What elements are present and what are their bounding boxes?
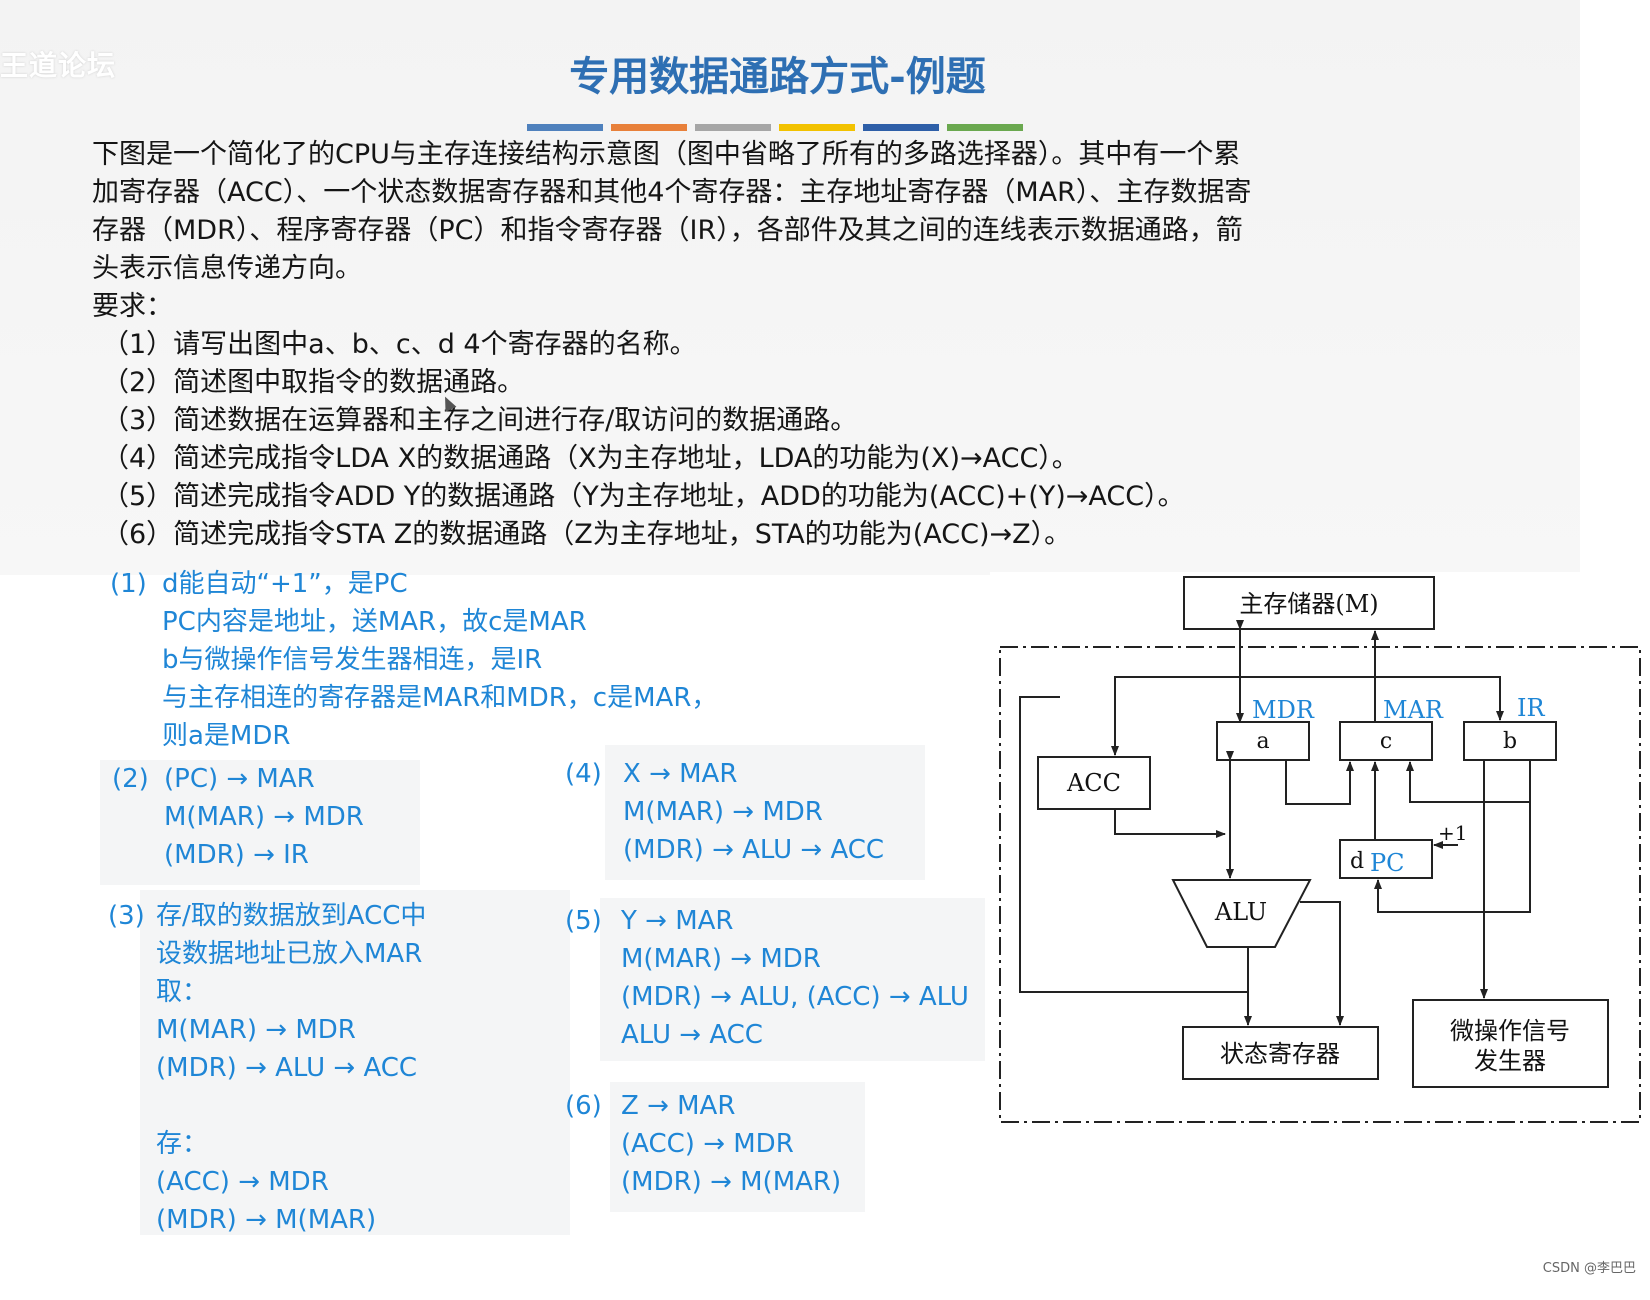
answer-line: (MDR) → ALU → ACC	[156, 1053, 418, 1083]
acc-label: ACC	[1066, 769, 1121, 797]
register-b-box	[1463, 721, 1557, 761]
title-underline-bar	[695, 124, 771, 131]
answer-line: M(MAR) → MDR	[164, 802, 364, 832]
answer-line: (MDR) → M(MAR)	[621, 1167, 842, 1197]
title-underline-bar	[527, 124, 603, 131]
answer-1: (1) d能自动“+1”，是PC PC内容是地址，送MAR，故c是MAR b与微…	[110, 565, 810, 760]
requirements-label: 要求：	[92, 291, 173, 322]
requirement-item: （2）简述图中取指令的数据通路。	[102, 367, 525, 398]
plus-one-label: +1	[1438, 821, 1467, 845]
title-underline-bar	[947, 124, 1023, 131]
answer-3: (3) 存/取的数据放到ACC中 设数据地址已放入MAR 取： M(MAR) →…	[108, 897, 568, 1242]
requirement-item: （1）请写出图中a、b、c、d 4个寄存器的名称。	[102, 329, 697, 360]
answer-number: (3)	[108, 901, 145, 931]
title-underline-bar	[779, 124, 855, 131]
footer-credit: CSDN @李巴巴	[1542, 1261, 1636, 1276]
register-d-label: d	[1350, 849, 1364, 874]
answer-panel	[140, 890, 570, 1235]
register-c-box	[1339, 721, 1433, 761]
answer-line: (MDR) → M(MAR)	[156, 1205, 377, 1235]
register-d-box	[1339, 839, 1433, 879]
problem-intro: 下图是一个简化了的CPU与主存连接结构示意图（图中省略了所有的多路选择器）。其中…	[92, 136, 1452, 288]
status-register-label: 状态寄存器	[1220, 1040, 1340, 1068]
problem-statement: 下图是一个简化了的CPU与主存连接结构示意图（图中省略了所有的多路选择器）。其中…	[92, 136, 1452, 554]
answer-2: (2) (PC) → MAR M(MAR) → MDR (MDR) → IR	[112, 760, 432, 880]
answer-5: (5) Y → MAR M(MAR) → MDR (MDR) → ALU, (A…	[565, 902, 985, 1062]
answer-line: 则a是MDR	[162, 721, 291, 751]
answer-line: 存/取的数据放到ACC中	[156, 901, 427, 931]
answer-line: 设数据地址已放入MAR	[156, 939, 423, 969]
answer-4: (4) X → MAR M(MAR) → MDR (MDR) → ALU → A…	[565, 755, 945, 875]
annotation-pc: PC	[1370, 849, 1405, 877]
slide-title: 专用数据通路方式-例题	[569, 53, 986, 100]
micro-op-label-line2: 发生器	[1474, 1047, 1546, 1075]
register-c-label: c	[1380, 729, 1392, 754]
answer-line: Z → MAR	[621, 1091, 736, 1121]
memory-label: 主存储器(M)	[1239, 590, 1378, 618]
answer-line: ALU → ACC	[621, 1020, 763, 1050]
title-underline-bar	[611, 124, 687, 131]
answer-line: 存：	[156, 1129, 209, 1159]
register-a-label: a	[1256, 729, 1269, 754]
micro-op-label-line1: 微操作信号	[1450, 1017, 1570, 1045]
alu-label: ALU	[1214, 898, 1267, 926]
main-memory-box	[1183, 576, 1435, 630]
answer-panel	[605, 745, 925, 880]
acc-box	[1037, 756, 1151, 810]
requirement-item: （3）简述数据在运算器和主存之间进行存/取访问的数据通路。	[102, 405, 858, 436]
answer-line: Y → MAR	[621, 906, 734, 936]
answer-number: (6)	[565, 1091, 602, 1121]
answer-line: (MDR) → ALU, (ACC) → ALU	[621, 982, 969, 1012]
cpu-boundary	[999, 646, 1641, 1123]
watermark-logo: 王道论坛	[0, 49, 117, 82]
requirement-item: （4）简述完成指令LDA X的数据通路（X为主存地址，LDA的功能为(X)→AC…	[102, 443, 1079, 474]
title-underline-bar	[863, 124, 939, 131]
answer-panel	[100, 760, 420, 885]
answer-line: X → MAR	[623, 759, 738, 789]
register-a-box	[1216, 721, 1310, 761]
answer-number: (5)	[565, 906, 602, 936]
answer-line: d能自动“+1”，是PC	[162, 569, 408, 599]
answer-line: (MDR) → IR	[164, 840, 309, 870]
status-register-box	[1182, 1026, 1379, 1080]
answer-panel	[600, 898, 985, 1061]
slide-background	[0, 0, 1580, 575]
requirement-item: （5）简述完成指令ADD Y的数据通路（Y为主存地址，ADD的功能为(ACC)+…	[102, 481, 1185, 512]
answer-line: M(MAR) → MDR	[621, 944, 821, 974]
alu-shape	[1171, 879, 1312, 948]
answer-number: (1)	[110, 569, 147, 599]
answer-line: M(MAR) → MDR	[156, 1015, 356, 1045]
answer-number: (2)	[112, 764, 149, 794]
micro-op-generator-box	[1412, 999, 1609, 1088]
annotation-mdr: MDR	[1252, 696, 1315, 724]
requirement-item: （6）简述完成指令STA Z的数据通路（Z为主存地址，STA的功能为(ACC)→…	[102, 519, 1072, 550]
answer-line: (ACC) → MDR	[621, 1129, 794, 1159]
intro-line: 头表示信息传递方向。	[92, 253, 362, 284]
annotation-ir: IR	[1517, 694, 1545, 722]
answer-line	[156, 1087, 426, 1125]
answer-line: M(MAR) → MDR	[623, 797, 823, 827]
answer-line: (MDR) → ALU → ACC	[623, 835, 885, 865]
intro-line: 存器（MDR）、程序寄存器（PC）和指令寄存器（IR），各部件及其之间的连线表示…	[92, 215, 1243, 246]
intro-line: 下图是一个简化了的CPU与主存连接结构示意图（图中省略了所有的多路选择器）。其中…	[92, 139, 1241, 170]
answer-panel	[610, 1082, 865, 1212]
intro-line: 加寄存器（ACC）、一个状态数据寄存器和其他4个寄存器：主存地址寄存器（MAR）…	[92, 177, 1252, 208]
answer-line: b与微操作信号发生器相连，是IR	[162, 645, 543, 675]
annotation-mar: MAR	[1383, 696, 1444, 724]
answer-6: (6) Z → MAR (ACC) → MDR (MDR) → M(MAR)	[565, 1087, 885, 1207]
cpu-memory-diagram: 主存储器(M) ACC a c b d ALU 状态寄存器 微操作信号 发生器 …	[999, 576, 1641, 1123]
register-b-label: b	[1503, 729, 1517, 754]
answer-line: 与主存相连的寄存器是MAR和MDR，c是MAR，	[162, 683, 718, 713]
diagram-background	[990, 572, 1650, 1132]
answer-line: 取：	[156, 977, 209, 1007]
answer-number: (4)	[565, 759, 602, 789]
answer-line: PC内容是地址，送MAR，故c是MAR	[162, 607, 587, 637]
answer-line: (ACC) → MDR	[156, 1167, 329, 1197]
answer-line: (PC) → MAR	[164, 764, 315, 794]
